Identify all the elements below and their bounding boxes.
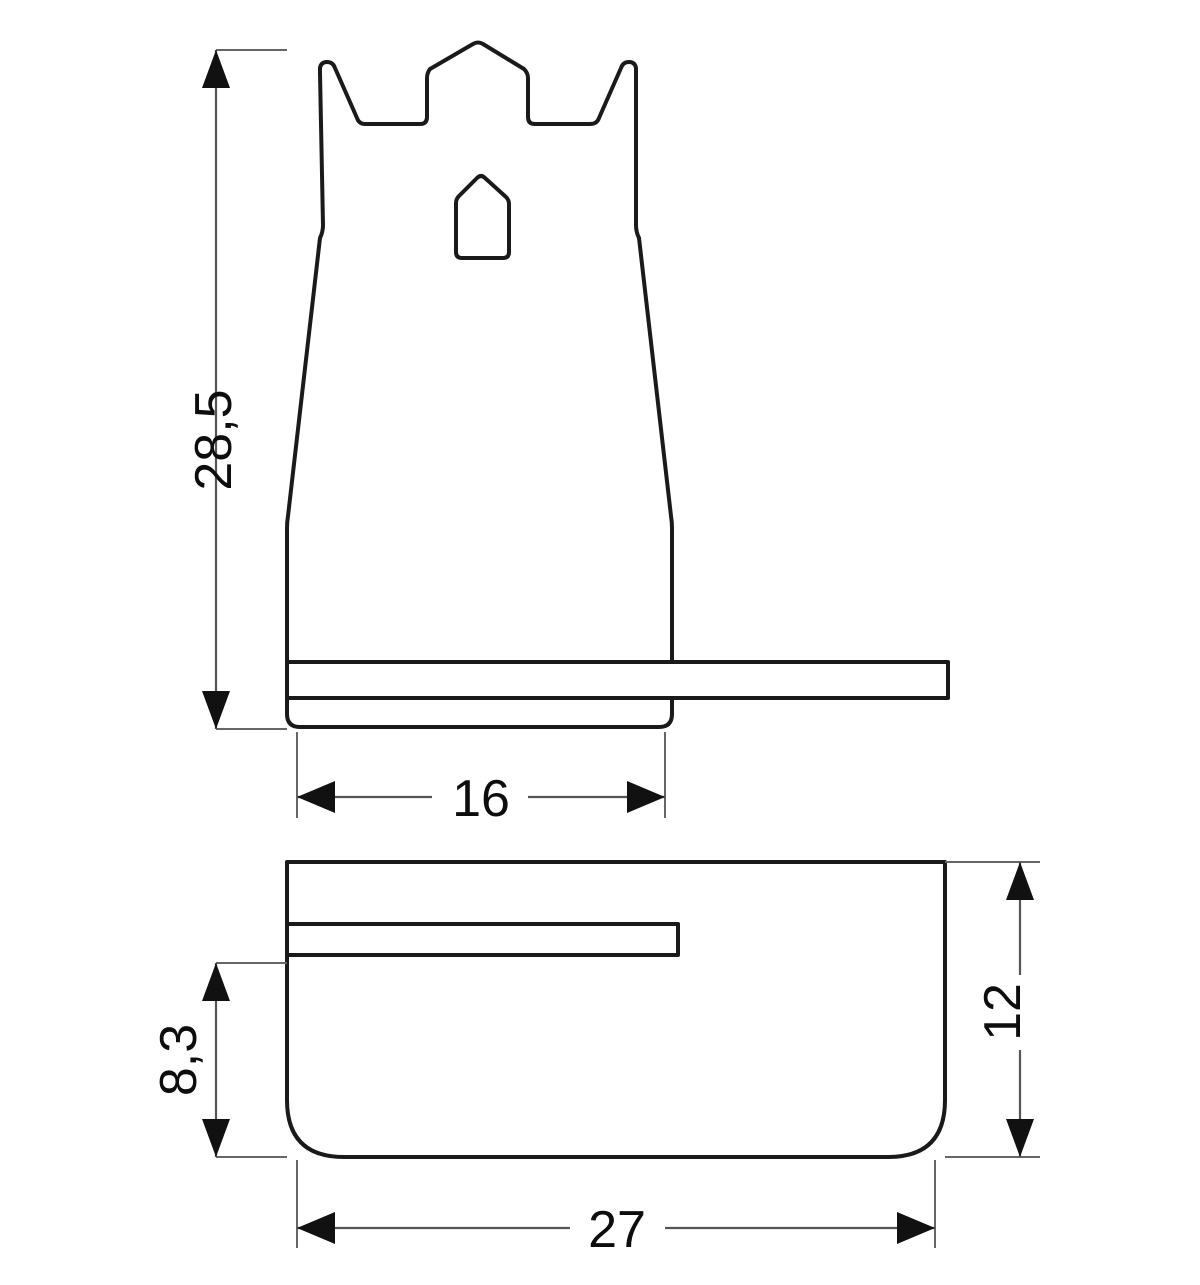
arrow-head-right	[897, 1212, 935, 1244]
arrow-head-down	[202, 1119, 230, 1157]
dimension-label-16: 16	[452, 770, 510, 828]
arrow-head-left	[297, 1212, 335, 1244]
arrow-head-left	[297, 781, 335, 813]
arrow-head-down	[1006, 1119, 1034, 1157]
castle-tower-outline	[285, 40, 674, 729]
front-view-group	[285, 40, 950, 729]
dimension-label-12: 12	[974, 983, 1032, 1041]
tower-window	[454, 174, 511, 260]
top-view-group	[285, 860, 947, 1159]
dimension-label-8-3: 8,3	[150, 1024, 208, 1096]
dimension-length-27: 27	[296, 1160, 936, 1259]
arrow-head-up	[1006, 862, 1034, 900]
dimension-slot-depth-8-3: 8,3	[150, 962, 287, 1158]
shelf-plan-outline	[285, 860, 947, 1159]
dimension-depth-12: 12	[945, 861, 1040, 1158]
arrow-head-down	[202, 691, 230, 729]
dimension-label-28-5: 28,5	[185, 389, 243, 490]
arrow-head-up	[202, 963, 230, 1001]
shelf-slot	[285, 922, 680, 957]
shelf-board-edge	[285, 660, 950, 700]
arrow-head-up	[202, 50, 230, 88]
dimension-width-16: 16	[296, 732, 666, 828]
dimension-height-28-5: 28,5	[185, 49, 287, 730]
dimension-label-27: 27	[588, 1201, 646, 1259]
arrow-head-right	[627, 781, 665, 813]
